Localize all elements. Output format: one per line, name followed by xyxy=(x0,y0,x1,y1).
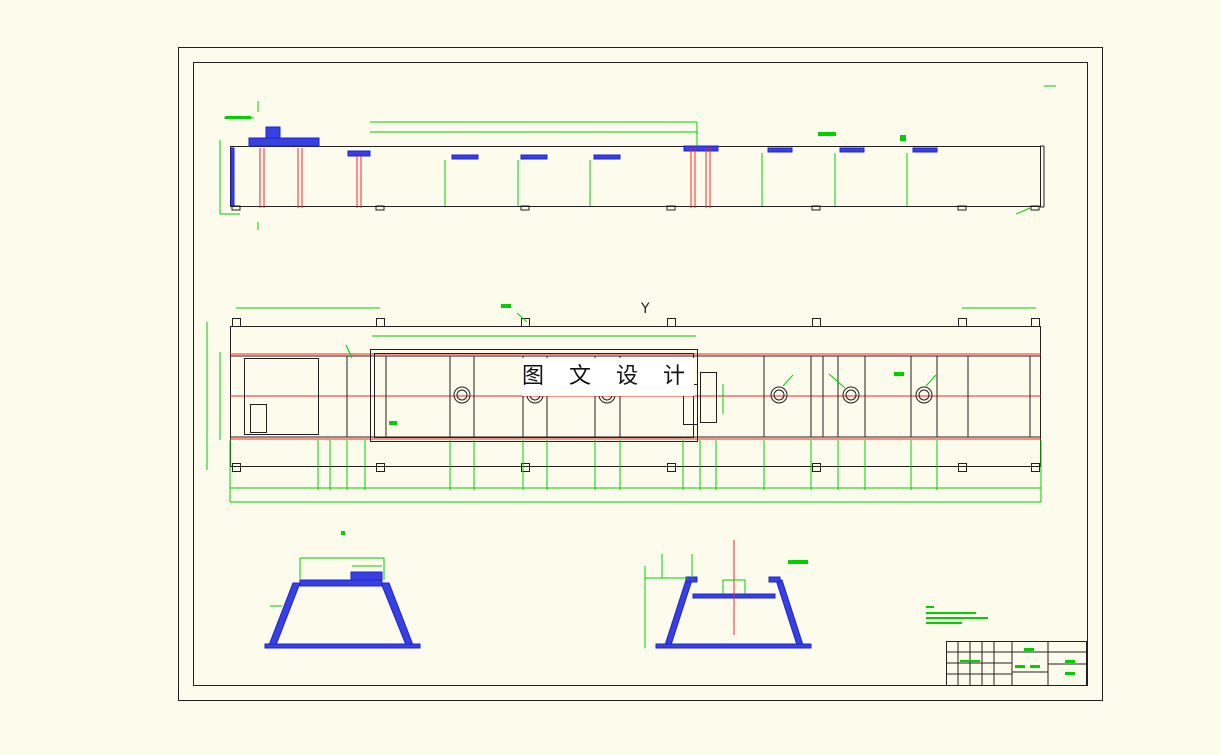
inner-border xyxy=(193,62,1088,686)
section-left-view xyxy=(264,531,421,649)
outer-border xyxy=(178,47,1103,701)
watermark-label: 图 文 设 计 xyxy=(522,358,694,396)
title-block xyxy=(946,641,1087,686)
plan-view xyxy=(206,304,1042,503)
front-elevation-view xyxy=(219,85,1056,230)
section-right-view xyxy=(644,540,812,649)
technical-notes xyxy=(926,606,988,624)
axis-y-label: Y xyxy=(641,301,650,317)
